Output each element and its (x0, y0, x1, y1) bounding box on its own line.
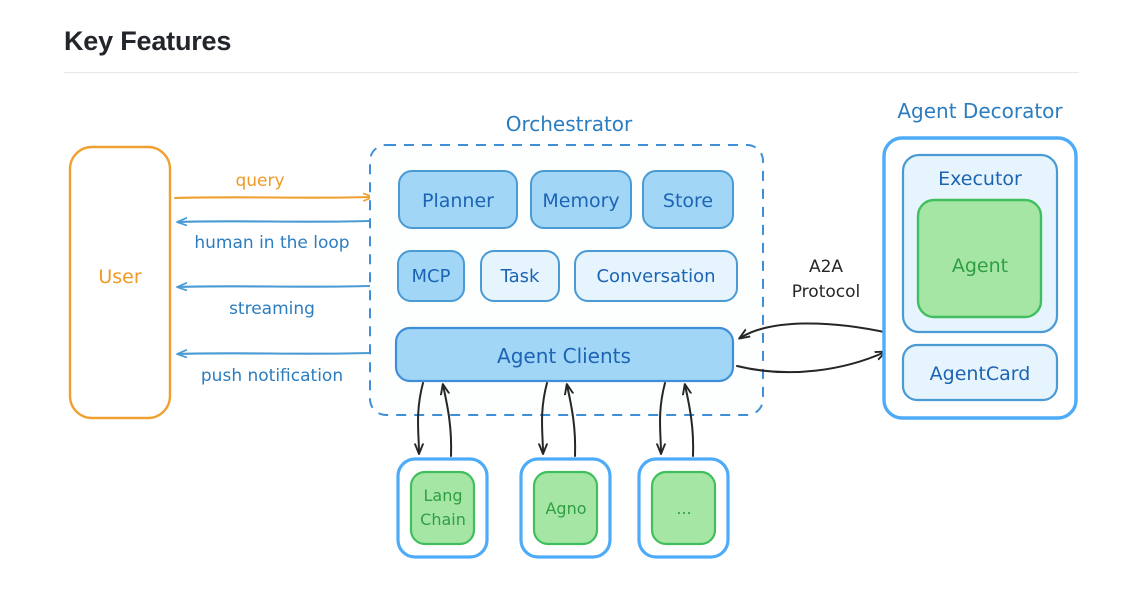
agno-label: Agno (545, 499, 586, 518)
mcp-box (397, 250, 465, 302)
a2a-protocol-line2: Protocol (792, 282, 861, 302)
architecture-diagram: User query human in the loop streaming (0, 76, 1143, 597)
push-notification-arrow (178, 353, 372, 354)
agno-up-arrow (567, 385, 577, 457)
flow-human-in-the-loop: human in the loop (178, 221, 372, 253)
langchain-up-arrow (443, 385, 453, 457)
framework-node-agno[interactable]: Agno (519, 457, 612, 559)
agent-decorator-group[interactable]: Agent Decorator Executor Agent AgentCard (882, 99, 1078, 420)
flow-push-notification: push notification (178, 353, 372, 386)
other-inner-box (650, 470, 717, 546)
human-in-the-loop-label: human in the loop (194, 233, 349, 253)
memory-label: Memory (542, 190, 619, 212)
page-header: Key Features (0, 0, 1143, 76)
memory-box (530, 170, 632, 229)
agno-down-arrow (542, 382, 547, 453)
orchestrator-node-mcp[interactable]: MCP (397, 250, 465, 302)
agent-decorator-title: Agent Decorator (897, 99, 1063, 123)
orchestrator-node-task[interactable]: Task (480, 250, 560, 302)
human-in-the-loop-arrow (178, 221, 372, 222)
agent-clients-label: Agent Clients (497, 344, 631, 368)
framework-connector-langchain (418, 382, 453, 457)
framework-node-langchain[interactable]: Lang Chain (396, 457, 489, 559)
flow-streaming: streaming (178, 286, 372, 319)
agno-inner-box (532, 470, 599, 546)
agent-node[interactable]: Agent (916, 198, 1043, 319)
user-node[interactable]: User (68, 145, 172, 420)
framework-connector-other (660, 382, 695, 457)
orchestrator-node-store[interactable]: Store (642, 170, 734, 229)
conversation-label: Conversation (596, 266, 715, 287)
agent-clients-box (394, 326, 735, 383)
a2a-arrow-inbound (740, 322, 890, 338)
query-arrow (173, 197, 372, 198)
planner-box (398, 170, 518, 229)
a2a-protocol-line1: A2A (809, 257, 843, 277)
orchestrator-title: Orchestrator (506, 112, 633, 136)
streaming-arrow (178, 286, 372, 287)
streaming-label: streaming (229, 299, 315, 319)
conversation-box (574, 250, 738, 302)
orchestrator-node-planner[interactable]: Planner (398, 170, 518, 229)
langchain-inner-box (409, 470, 476, 546)
orchestrator-node-memory[interactable]: Memory (530, 170, 632, 229)
push-notification-label: push notification (201, 366, 343, 386)
langchain-label-line2: Chain (420, 510, 466, 529)
query-label: query (235, 171, 284, 191)
user-label: User (98, 266, 141, 288)
diagram-canvas: User query human in the loop streaming (68, 99, 1078, 559)
framework-connector-agno (542, 382, 577, 457)
framework-node-other[interactable]: ... (637, 457, 730, 559)
agent-card-box (901, 343, 1059, 402)
store-box (642, 170, 734, 229)
header-divider (64, 72, 1079, 73)
orchestrator-node-conversation[interactable]: Conversation (574, 250, 738, 302)
mcp-label: MCP (412, 266, 451, 287)
langchain-down-arrow (418, 382, 423, 453)
a2a-arrow-outbound (736, 352, 885, 374)
other-label: ... (676, 499, 691, 518)
task-label: Task (500, 266, 540, 287)
agent-label: Agent (952, 255, 1008, 277)
executor-node[interactable]: Executor Agent (901, 153, 1059, 334)
store-label: Store (663, 190, 713, 212)
task-box (480, 250, 560, 302)
page-title: Key Features (64, 26, 232, 56)
user-box (68, 145, 172, 420)
executor-label: Executor (938, 168, 1022, 190)
planner-label: Planner (422, 190, 494, 212)
other-up-arrow (685, 385, 695, 457)
a2a-protocol-group: A2A Protocol (736, 257, 890, 374)
agent-box (916, 198, 1043, 319)
agent-card-label: AgentCard (930, 363, 1031, 385)
orchestrator-node-agent-clients[interactable]: Agent Clients (394, 326, 735, 383)
agent-card-node[interactable]: AgentCard (901, 343, 1059, 402)
langchain-label-line1: Lang (423, 486, 462, 505)
other-down-arrow (660, 382, 665, 453)
orchestrator-group[interactable]: Orchestrator Planner Memory Store (369, 112, 764, 416)
flow-query: query (173, 171, 372, 198)
